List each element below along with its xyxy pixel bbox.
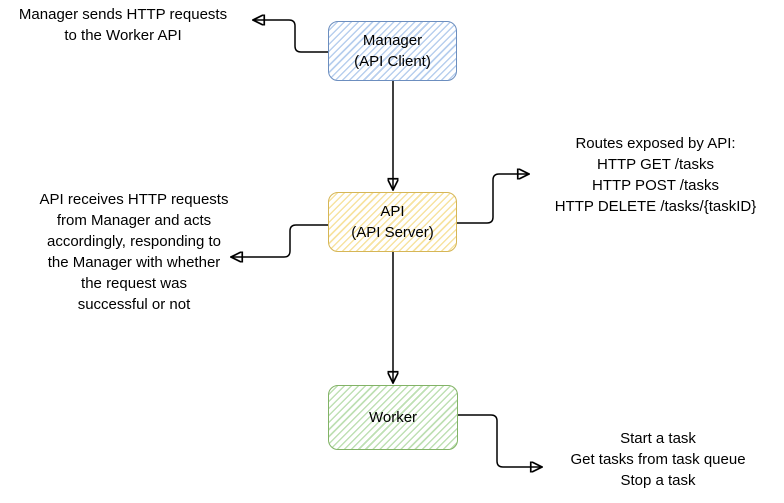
node-worker-label: Worker [368,409,418,426]
node-worker: Worker [328,385,458,450]
annotation-manager-note: Manager sends HTTP requests to the Worke… [18,6,228,44]
arrow-manager-to-note [253,20,328,53]
annotation-worker-tasks: Start a task Get tasks from task queue S… [570,430,746,489]
arrow-worker-to-tasks [458,414,542,467]
node-api: API (API Server) [328,192,457,252]
arrow-api-to-note [231,224,328,257]
annotation-api-note: API receives HTTP requests from Manager … [39,191,229,313]
annotation-api-routes: Routes exposed by API: HTTP GET /tasks H… [554,135,757,215]
node-manager: Manager (API Client) [328,21,457,81]
node-manager-label: Manager (API Client) [354,32,431,70]
arrow-api-to-routes [457,174,529,224]
node-api-label: API (API Server) [351,203,434,241]
